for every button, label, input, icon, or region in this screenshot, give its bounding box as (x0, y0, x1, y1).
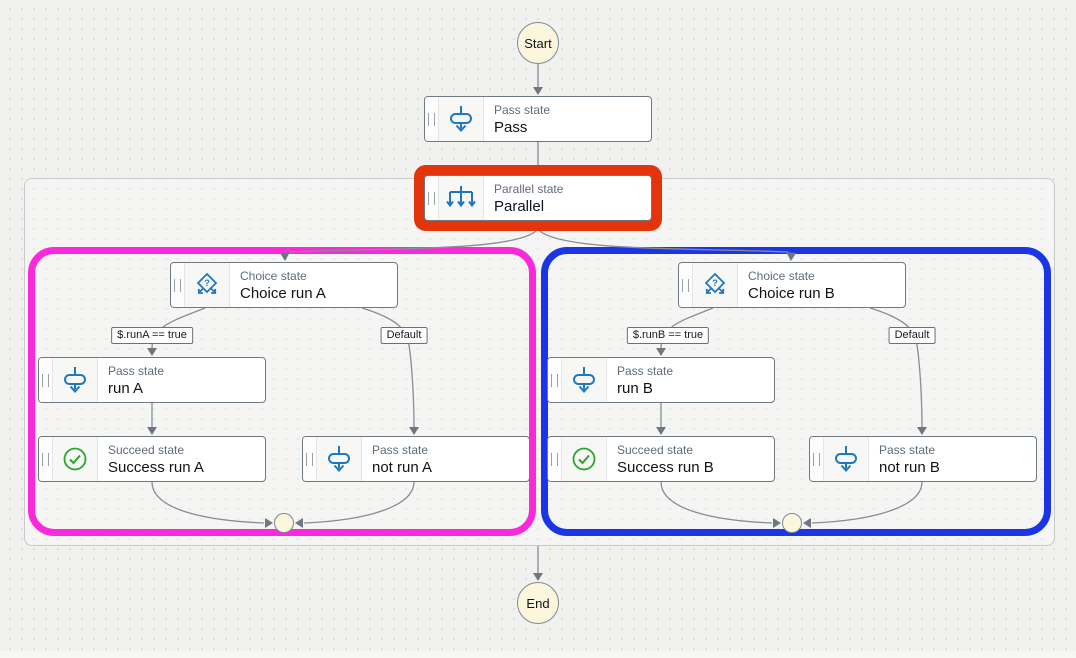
edge-label-runb-true: $.runB == true (626, 327, 710, 344)
drag-handle[interactable] (548, 437, 562, 481)
state-not-run-a[interactable]: Pass state not run A (302, 436, 530, 482)
state-type-label: Choice state (748, 269, 815, 283)
pass-icon (317, 437, 362, 481)
state-type-label: Choice state (240, 269, 307, 283)
pass-icon (439, 97, 484, 141)
edge-label-runa-true: $.runA == true (111, 327, 193, 344)
start-node: Start (517, 22, 559, 64)
state-name: Choice run A (240, 285, 326, 302)
state-choice-run-a[interactable]: ? Choice state Choice run A (170, 262, 398, 308)
state-name: run B (617, 380, 653, 397)
choice-icon: ? (185, 263, 230, 307)
end-node: End (517, 582, 559, 624)
pass-icon (53, 358, 98, 402)
state-type-label: Pass state (879, 443, 936, 457)
state-pass[interactable]: Pass state Pass (424, 96, 652, 142)
grip-icon (42, 452, 49, 466)
start-label: Start (524, 35, 552, 51)
state-name: Parallel (494, 198, 545, 215)
end-label: End (526, 595, 550, 611)
succeed-icon (53, 437, 98, 481)
state-type-label: Pass state (494, 103, 551, 117)
state-type-label: Pass state (372, 443, 429, 457)
state-name: run A (108, 380, 144, 397)
svg-text:?: ? (204, 278, 210, 288)
drag-handle[interactable] (39, 437, 53, 481)
drag-handle[interactable] (679, 263, 693, 307)
state-choice-run-b[interactable]: ? Choice state Choice run B (678, 262, 906, 308)
grip-icon (428, 191, 435, 205)
grip-icon (551, 452, 558, 466)
state-run-b[interactable]: Pass state run B (547, 357, 775, 403)
state-not-run-b[interactable]: Pass state not run B (809, 436, 1037, 482)
state-run-a[interactable]: Pass state run A (38, 357, 266, 403)
succeed-icon (562, 437, 607, 481)
edge-parallel-to-end (533, 546, 543, 581)
state-success-run-b[interactable]: Succeed state Success run B (547, 436, 775, 482)
branch-a-junction (274, 513, 294, 533)
state-parallel[interactable]: Parallel state Parallel (424, 175, 652, 221)
pass-icon (824, 437, 869, 481)
state-type-label: Succeed state (108, 443, 185, 457)
grip-icon (174, 278, 181, 292)
pass-icon (562, 358, 607, 402)
grip-icon (42, 373, 49, 387)
drag-handle[interactable] (810, 437, 824, 481)
drag-handle[interactable] (171, 263, 185, 307)
state-name: Choice run B (748, 285, 835, 302)
state-name: Success run B (617, 459, 714, 476)
state-success-run-a[interactable]: Succeed state Success run A (38, 436, 266, 482)
choice-icon: ? (693, 263, 738, 307)
parallel-icon (439, 176, 484, 220)
drag-handle[interactable] (425, 176, 439, 220)
svg-text:?: ? (712, 278, 718, 288)
drag-handle[interactable] (425, 97, 439, 141)
edge-label-default-a: Default (380, 327, 428, 344)
grip-icon (813, 452, 820, 466)
drag-handle[interactable] (548, 358, 562, 402)
canvas-edge (0, 651, 1076, 658)
grip-icon (428, 112, 435, 126)
state-type-label: Pass state (617, 364, 674, 378)
edge-start-to-pass (533, 64, 543, 95)
drag-handle[interactable] (39, 358, 53, 402)
drag-handle[interactable] (303, 437, 317, 481)
branch-b-outline (541, 247, 1051, 536)
branch-b-junction (782, 513, 802, 533)
state-name: not run A (372, 459, 433, 476)
state-type-label: Succeed state (617, 443, 694, 457)
state-name: Success run A (108, 459, 204, 476)
grip-icon (682, 278, 689, 292)
state-type-label: Parallel state (494, 182, 564, 196)
state-name: not run B (879, 459, 940, 476)
grip-icon (306, 452, 313, 466)
state-type-label: Pass state (108, 364, 165, 378)
state-name: Pass (494, 119, 528, 136)
edge-label-default-b: Default (888, 327, 936, 344)
grip-icon (551, 373, 558, 387)
